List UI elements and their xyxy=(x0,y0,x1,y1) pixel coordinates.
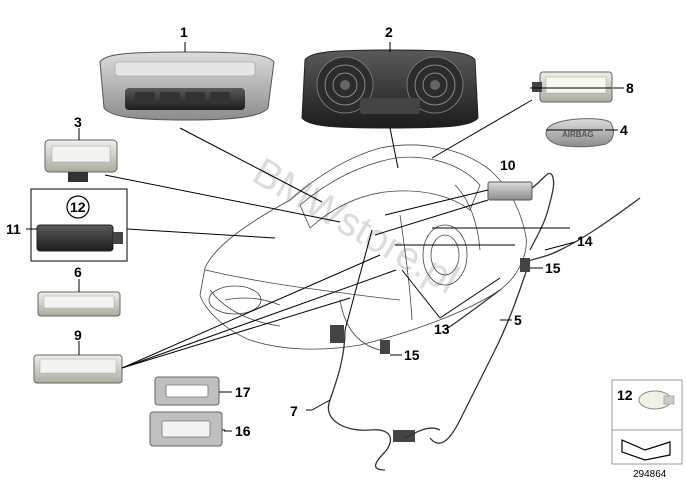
label-5: 5 xyxy=(514,312,522,328)
leader-lines xyxy=(26,42,612,431)
label-8: 8 xyxy=(626,80,634,96)
label-9: 9 xyxy=(74,327,82,343)
label-7: 7 xyxy=(290,403,298,419)
part-4-image: AIRBAG xyxy=(545,118,614,148)
part-1-image xyxy=(99,51,275,121)
label-15-lower: 15 xyxy=(404,347,420,363)
label-15-upper: 15 xyxy=(545,260,561,276)
label-13: 13 xyxy=(434,321,450,337)
part-16-image xyxy=(149,411,223,447)
label-dashes xyxy=(224,87,624,432)
label-17: 17 xyxy=(235,384,251,400)
label-14: 14 xyxy=(577,233,593,249)
label-3: 3 xyxy=(74,114,82,130)
part-labels: 1 2 3 4 5 6 7 8 9 10 11 12 13 14 15 15 1… xyxy=(6,24,634,439)
label-1: 1 xyxy=(180,24,188,40)
label-4: 4 xyxy=(620,122,628,138)
label-11: 11 xyxy=(6,221,21,237)
part-11-box xyxy=(30,188,128,262)
part-8-image xyxy=(532,71,613,103)
part-17-image xyxy=(154,376,220,406)
legend-bulb-label: 12 xyxy=(617,387,633,403)
label-10: 10 xyxy=(500,157,516,173)
label-16: 16 xyxy=(235,423,251,439)
part-2-image xyxy=(301,49,479,129)
reference-number: 294864 xyxy=(633,469,667,480)
label-2: 2 xyxy=(385,24,393,40)
car-outline xyxy=(199,144,527,351)
airbag-text: AIRBAG xyxy=(562,130,594,139)
part-9-image xyxy=(33,354,123,384)
cables xyxy=(327,197,641,471)
bulb-legend xyxy=(611,379,683,465)
watermark: BMWstore.pl xyxy=(246,150,466,303)
part-3-image xyxy=(44,139,118,182)
part-6-image xyxy=(37,291,121,317)
part-10-image xyxy=(487,172,555,251)
label-12: 12 xyxy=(70,199,86,215)
label-6: 6 xyxy=(74,264,82,280)
